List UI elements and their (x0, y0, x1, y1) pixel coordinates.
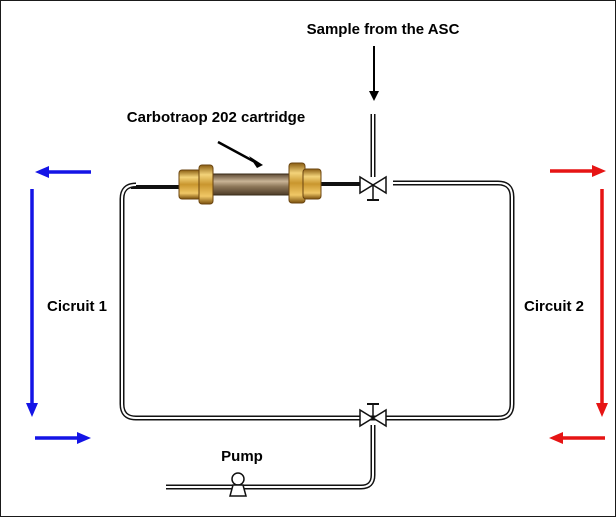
cartridge-left-nut (179, 170, 201, 199)
tube-main-loop (122, 183, 512, 418)
sample-arrow-head (369, 91, 379, 101)
cartridge-arrow-shaft (218, 142, 255, 162)
label-cartridge: Carbotraop 202 cartridge (127, 109, 305, 126)
tube-pump-line (166, 425, 373, 487)
label-sample-source: Sample from the ASC (307, 21, 460, 38)
cartridge-right-nut (303, 169, 321, 199)
pump-icon (230, 473, 246, 496)
label-circuit-2: Circuit 2 (524, 298, 584, 315)
pointer-arrows (218, 46, 379, 168)
cartridge-left-fitting (199, 165, 213, 204)
label-circuit-1: Cicruit 1 (47, 298, 107, 315)
cartridge-icon (179, 163, 321, 204)
cartridge-arrow-head (249, 156, 263, 168)
valve-bottom-icon (360, 404, 386, 426)
valve-top-icon (360, 177, 386, 200)
cartridge-tube-body (207, 174, 295, 195)
label-pump: Pump (221, 448, 263, 465)
